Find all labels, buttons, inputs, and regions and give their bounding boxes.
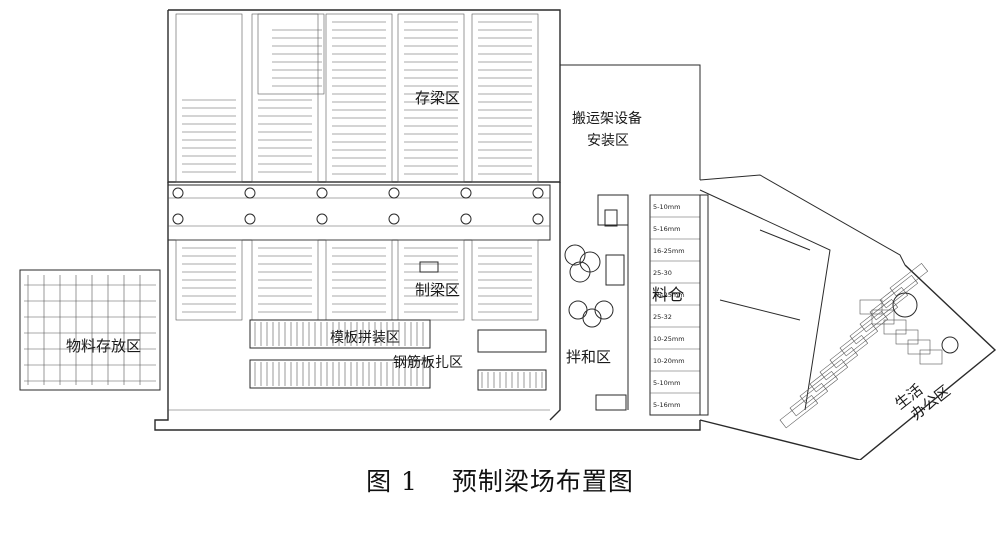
office-building-block [819, 346, 859, 381]
bin-label: 5-10mm [653, 379, 680, 387]
office-building-block [799, 370, 839, 405]
office-building-block [859, 299, 883, 315]
zone-label-mixing: 拌和区 [566, 348, 611, 366]
storage-column [257, 13, 325, 95]
making-column [175, 239, 243, 321]
bin-label: 25-32 [653, 313, 672, 321]
gantry-wheel-circle [172, 187, 184, 199]
office-building-block [919, 349, 943, 365]
gantry-wheel-circle [316, 187, 328, 199]
mould-marker [419, 261, 439, 273]
zone-label-beam-storage: 存梁区 [415, 89, 460, 107]
bin-label: 5-16mm [653, 225, 680, 233]
figure-caption: 图 1 预制梁场布置图 [0, 462, 1000, 498]
zone-label-living-office: 生活 办公区 [891, 380, 953, 423]
figure-title: 预制梁场布置图 [451, 467, 634, 496]
zone-label-material-bin: 料仓 [652, 285, 684, 304]
gantry-wheel-circle [532, 213, 544, 225]
storage-column [397, 13, 465, 183]
office-building-block [789, 382, 829, 417]
gantry-wheel-circle [460, 187, 472, 199]
office-building-block [895, 329, 919, 345]
storage-column [251, 13, 319, 183]
bin-label: 10-25mm [653, 335, 685, 343]
bin-label: 5-10mm [653, 203, 680, 211]
bin-label: 25-30 [653, 269, 672, 277]
zone-labels: 存梁区 搬运架设备 安装区 制梁区 模板拼装区 钢筋板扎区 物料存放区 拌和区 … [66, 89, 954, 424]
zone-label-formwork-assembly: 模板拼装区 [330, 330, 400, 346]
making-column [397, 239, 465, 321]
site-outline [154, 9, 997, 460]
bottom-rows [168, 319, 550, 411]
office-building-block [809, 358, 849, 393]
gantry-wheel-circle [244, 187, 256, 199]
zone-label-transport-install-line1: 搬运架设备 [572, 110, 642, 127]
precast-beam-yard-layout-plan: 5-10mm 5-16mm 16-25mm 25-30 16-25mm 25-32 10-2… [19, 9, 997, 460]
office-buildings [779, 262, 959, 429]
mixing-plant [564, 194, 629, 411]
storage-column [175, 13, 243, 183]
gantry-wheel-circle [388, 187, 400, 199]
material-bins: 5-10mm 5-16mm 16-25mm 25-30 16-25mm 25-32 10-2… [649, 194, 709, 416]
bin-label: 10-20mm [653, 357, 685, 365]
zone-label-transport-install-line2: 安装区 [587, 133, 629, 149]
gantry-wheel-circle [316, 213, 328, 225]
bin-label: 16-25mm [653, 247, 685, 255]
gantry-wheel-circle [532, 187, 544, 199]
office-building-block [859, 298, 899, 333]
beam-storage-columns [175, 13, 539, 183]
office-building-block [839, 322, 879, 357]
gantry-wheel-circle [244, 213, 256, 225]
office-building-block [849, 310, 889, 345]
material-storage-grid [19, 269, 161, 391]
bin-label: 16-25mm [653, 291, 685, 299]
gantry-wheel-circle [460, 213, 472, 225]
office-building-block [869, 286, 909, 321]
bin-label: 5-16mm [653, 401, 680, 409]
zone-label-rebar-binding: 钢筋板扎区 [393, 354, 463, 371]
storage-column [471, 13, 539, 183]
storage-column [325, 13, 393, 183]
office-building-block [779, 394, 819, 429]
office-building-block [907, 339, 931, 355]
zone-label-material-storage: 物料存放区 [66, 337, 141, 355]
office-building-block [879, 274, 919, 309]
gantry-wheel-circle [172, 213, 184, 225]
office-building-block [883, 319, 907, 335]
office-building-block [889, 262, 929, 297]
zone-label-transport-install: 搬运架设备 安装区 [572, 110, 642, 149]
beam-making-columns [175, 239, 539, 321]
gantry-wheel-circle [388, 213, 400, 225]
office-building-block [829, 334, 869, 369]
office-building-block [871, 309, 895, 325]
figure-number: 图 1 [366, 467, 418, 496]
making-column [471, 239, 539, 321]
gantry-track-band [167, 184, 551, 241]
zone-label-beam-making: 制梁区 [415, 281, 460, 299]
